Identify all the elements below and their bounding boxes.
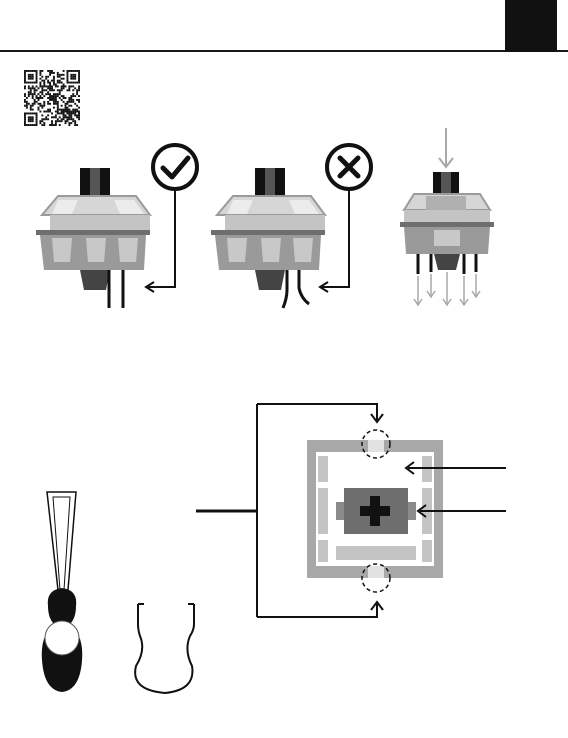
switch-puller-tool — [42, 492, 83, 692]
down-arrow-icon — [439, 128, 453, 167]
switch-bent-pins — [211, 145, 371, 308]
plate-top-view — [307, 430, 506, 592]
switch-insert-direction — [400, 128, 494, 305]
check-circle-icon — [153, 145, 197, 189]
spring-clip — [135, 604, 194, 693]
switch-straight-pins — [36, 145, 197, 308]
x-circle-icon — [327, 145, 371, 189]
